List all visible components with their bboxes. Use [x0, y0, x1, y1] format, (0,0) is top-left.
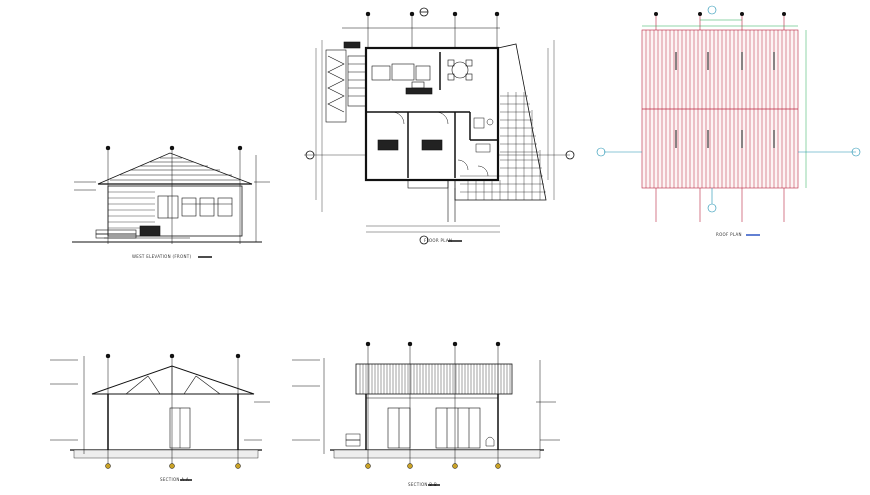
section-b-roof-hatch — [359, 364, 511, 394]
section-b-walls — [365, 394, 499, 450]
section-b-roof — [355, 363, 513, 395]
floor-plan-doors — [391, 111, 489, 177]
section-b-level-marks — [292, 358, 560, 454]
west-elevation-title: WEST ELEVATION (FRONT) — [132, 254, 191, 259]
section-b-title: SECTION B-B — [408, 482, 437, 487]
roof-plan — [596, 5, 861, 222]
floor-plan-stair — [325, 41, 367, 123]
elevation-grid-lines — [105, 145, 243, 244]
floor-plan-porch — [407, 179, 456, 222]
dining-table — [447, 59, 473, 81]
section-b — [292, 341, 560, 469]
section-b-stair — [345, 433, 361, 447]
roof-plan-grid-bubbles — [654, 12, 786, 16]
section-a-truss — [91, 365, 255, 395]
section-a-walls — [107, 394, 239, 450]
floor-plan-terrace-tiles — [454, 43, 547, 201]
roof-plan-title: ROOF PLAN — [716, 232, 742, 237]
section-marker-bottom — [419, 235, 429, 245]
elevation-steps — [72, 225, 262, 243]
section-a-grid-lines — [105, 353, 241, 469]
roof-section-markers — [596, 5, 861, 213]
section-b-wc — [485, 436, 495, 447]
living-room-furniture — [371, 63, 433, 95]
elevation-wall — [107, 185, 243, 237]
elevation-windows — [157, 195, 233, 219]
bedroom-beds — [377, 139, 443, 151]
floor-plan-title: FLOOR PLAN — [424, 238, 452, 243]
section-marker-left — [305, 150, 315, 160]
section-a-title: SECTION A-A — [160, 477, 189, 482]
floor-plan-dimensions — [304, 40, 570, 233]
roof-hatch — [110, 157, 240, 181]
section-a-level-marks — [50, 356, 270, 454]
roof-dimension-lines — [642, 19, 807, 188]
floor-plan — [304, 7, 575, 245]
elevation-level-marks — [74, 155, 270, 242]
section-a-foundation — [73, 449, 259, 459]
floor-plan-outer-wall — [364, 46, 500, 182]
roof-purlin-marks — [675, 52, 775, 148]
floor-plan-interior-walls — [366, 52, 498, 178]
section-b-doors — [387, 407, 481, 449]
section-a-truss-webs — [100, 366, 246, 395]
section-a — [50, 353, 270, 469]
floor-plan-grid-top — [342, 11, 500, 48]
wall-siding — [108, 191, 155, 229]
elevation-roof — [97, 152, 253, 185]
section-b-grid-lines — [365, 341, 501, 469]
section-marker-right — [565, 150, 575, 160]
west-elevation — [72, 145, 270, 244]
bathroom-fixtures — [473, 117, 494, 153]
section-b-foundation — [333, 449, 541, 459]
